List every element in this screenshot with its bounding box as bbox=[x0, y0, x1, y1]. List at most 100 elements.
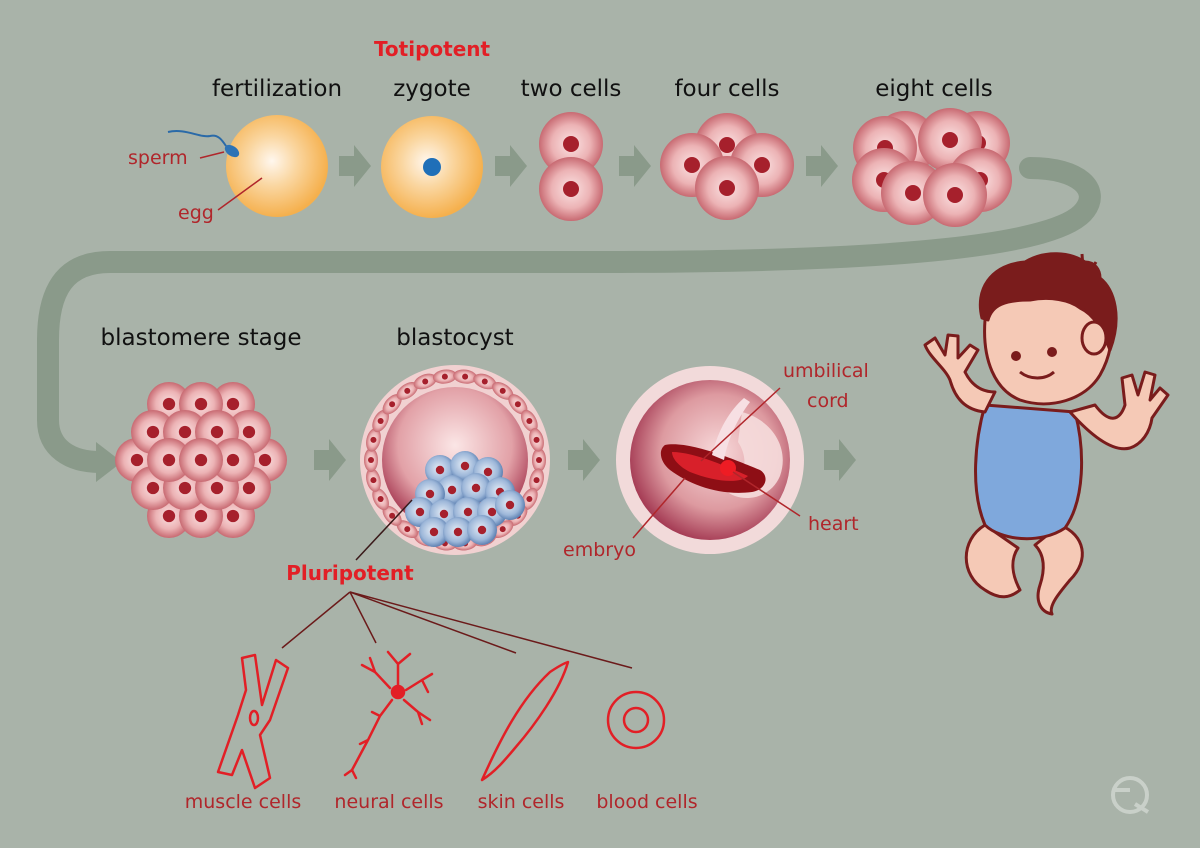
inner-cell-mass-cell-nucleus bbox=[487, 507, 497, 517]
inner-cell-mass-cell-nucleus bbox=[463, 507, 473, 517]
label-two-cells: two cells bbox=[521, 76, 622, 102]
trophoblast-nucleus bbox=[499, 387, 506, 394]
embryo-sac bbox=[616, 366, 804, 554]
blastomere-morula bbox=[115, 382, 287, 538]
trophoblast-nucleus bbox=[526, 496, 533, 503]
inner-cell-mass-cell-nucleus bbox=[471, 483, 481, 493]
trophoblast-nucleus bbox=[499, 526, 506, 533]
morula-cell-nucleus bbox=[210, 481, 224, 495]
label-blastomere-stage: blastomere stage bbox=[101, 325, 302, 351]
neuron-icon bbox=[343, 650, 434, 780]
pluripotent-branches bbox=[281, 591, 633, 669]
arrow-3 bbox=[619, 145, 651, 187]
inner-cell-mass-cell-nucleus bbox=[483, 467, 493, 477]
trophoblast-nucleus bbox=[404, 387, 411, 394]
inner-cell-mass-cell-nucleus bbox=[505, 500, 515, 510]
sperm-icon bbox=[167, 130, 240, 158]
trophoblast-nucleus bbox=[377, 417, 384, 424]
label-fertilization: fertilization bbox=[212, 76, 342, 102]
trophoblast-nucleus bbox=[536, 457, 542, 463]
inner-cell-mass-cell-nucleus bbox=[429, 527, 439, 537]
trophoblast-nucleus bbox=[370, 477, 377, 484]
morula-cell-nucleus bbox=[130, 453, 144, 467]
trophoblast-nucleus bbox=[533, 436, 540, 443]
trophoblast-nucleus bbox=[389, 401, 396, 408]
label-totipotent: Totipotent bbox=[374, 37, 491, 61]
label-skin-cells: skin cells bbox=[478, 791, 565, 813]
morula-cell-nucleus bbox=[146, 425, 160, 439]
connector-curve bbox=[37, 157, 1101, 473]
inner-cell-mass-cell-nucleus bbox=[435, 465, 445, 475]
embryo-pointer bbox=[632, 477, 686, 539]
baby-illustration bbox=[923, 252, 1170, 616]
zygote-cell bbox=[381, 116, 483, 218]
inner-cell-mass-cell-nucleus bbox=[415, 507, 425, 517]
morula-cell-nucleus bbox=[194, 453, 208, 467]
label-pluripotent: Pluripotent bbox=[286, 561, 414, 585]
arrow-1 bbox=[339, 145, 371, 187]
trophoblast-nucleus bbox=[441, 373, 448, 380]
morula-cell-nucleus bbox=[210, 425, 224, 439]
morula-cell-nucleus bbox=[178, 481, 192, 495]
trophoblast-nucleus bbox=[533, 477, 540, 484]
arrow-2 bbox=[495, 145, 527, 187]
arrow-4 bbox=[806, 145, 838, 187]
inner-cell-mass-cell-nucleus bbox=[453, 527, 463, 537]
trophoblast-nucleus bbox=[368, 457, 374, 463]
inner-cell-mass-cell-nucleus bbox=[460, 461, 470, 471]
trophoblast-nucleus bbox=[514, 401, 521, 408]
connector-arrow-head bbox=[96, 442, 122, 482]
four-cells-stage bbox=[660, 113, 794, 220]
morula-cell-nucleus bbox=[258, 453, 272, 467]
trophoblast-nucleus bbox=[389, 512, 396, 519]
watermark-logo-icon bbox=[1111, 776, 1150, 814]
inner-cell-mass-cell-nucleus bbox=[439, 509, 449, 519]
label-muscle-cells: muscle cells bbox=[185, 791, 302, 813]
morula-cell-nucleus bbox=[226, 453, 240, 467]
pluripotent-pointer bbox=[355, 499, 413, 561]
trophoblast-nucleus bbox=[481, 378, 488, 385]
inner-cell-mass-cell-nucleus bbox=[447, 485, 457, 495]
morula-cell-nucleus bbox=[178, 425, 192, 439]
label-embryo: embryo bbox=[563, 539, 636, 561]
morula-cell-nucleus bbox=[146, 481, 160, 495]
heart-pointer bbox=[732, 471, 801, 517]
egg-pointer bbox=[217, 177, 263, 211]
blastocyst bbox=[360, 365, 550, 555]
label-umbilical: umbilical bbox=[783, 360, 869, 382]
egg-cell bbox=[226, 115, 328, 217]
eight-cells-stage bbox=[852, 108, 1012, 227]
inner-cell-mass-cell-nucleus bbox=[477, 525, 487, 535]
trophoblast-nucleus bbox=[370, 436, 377, 443]
trophoblast-nucleus bbox=[526, 417, 533, 424]
label-cord: cord bbox=[807, 390, 849, 412]
morula-cell-nucleus bbox=[162, 509, 176, 523]
label-zygote: zygote bbox=[393, 76, 471, 102]
morula-cell-nucleus bbox=[242, 481, 256, 495]
morula-cell-nucleus bbox=[242, 425, 256, 439]
arrow-6 bbox=[568, 439, 600, 481]
arrow-5 bbox=[314, 439, 346, 481]
morula-cell-nucleus bbox=[194, 509, 208, 523]
morula-cell-nucleus bbox=[194, 397, 208, 411]
label-four-cells: four cells bbox=[674, 76, 779, 102]
label-blastocyst: blastocyst bbox=[396, 325, 513, 351]
label-blood-cells: blood cells bbox=[596, 791, 697, 813]
trophoblast-nucleus bbox=[462, 373, 469, 380]
morula-cell-nucleus bbox=[226, 509, 240, 523]
label-heart: heart bbox=[808, 513, 859, 535]
label-eight-cells: eight cells bbox=[875, 76, 993, 102]
arrow-7 bbox=[824, 439, 856, 481]
blood-cell-icon bbox=[606, 690, 666, 750]
label-egg: egg bbox=[178, 202, 214, 224]
two-cells-stage bbox=[539, 112, 603, 221]
trophoblast-nucleus bbox=[377, 496, 384, 503]
morula-cell-nucleus bbox=[162, 397, 176, 411]
trophoblast-nucleus bbox=[422, 378, 429, 385]
label-neural-cells: neural cells bbox=[334, 791, 443, 813]
morula-cell-nucleus bbox=[226, 397, 240, 411]
skin-cell-icon bbox=[480, 660, 570, 782]
sperm-pointer bbox=[199, 151, 225, 159]
morula-cell-nucleus bbox=[162, 453, 176, 467]
